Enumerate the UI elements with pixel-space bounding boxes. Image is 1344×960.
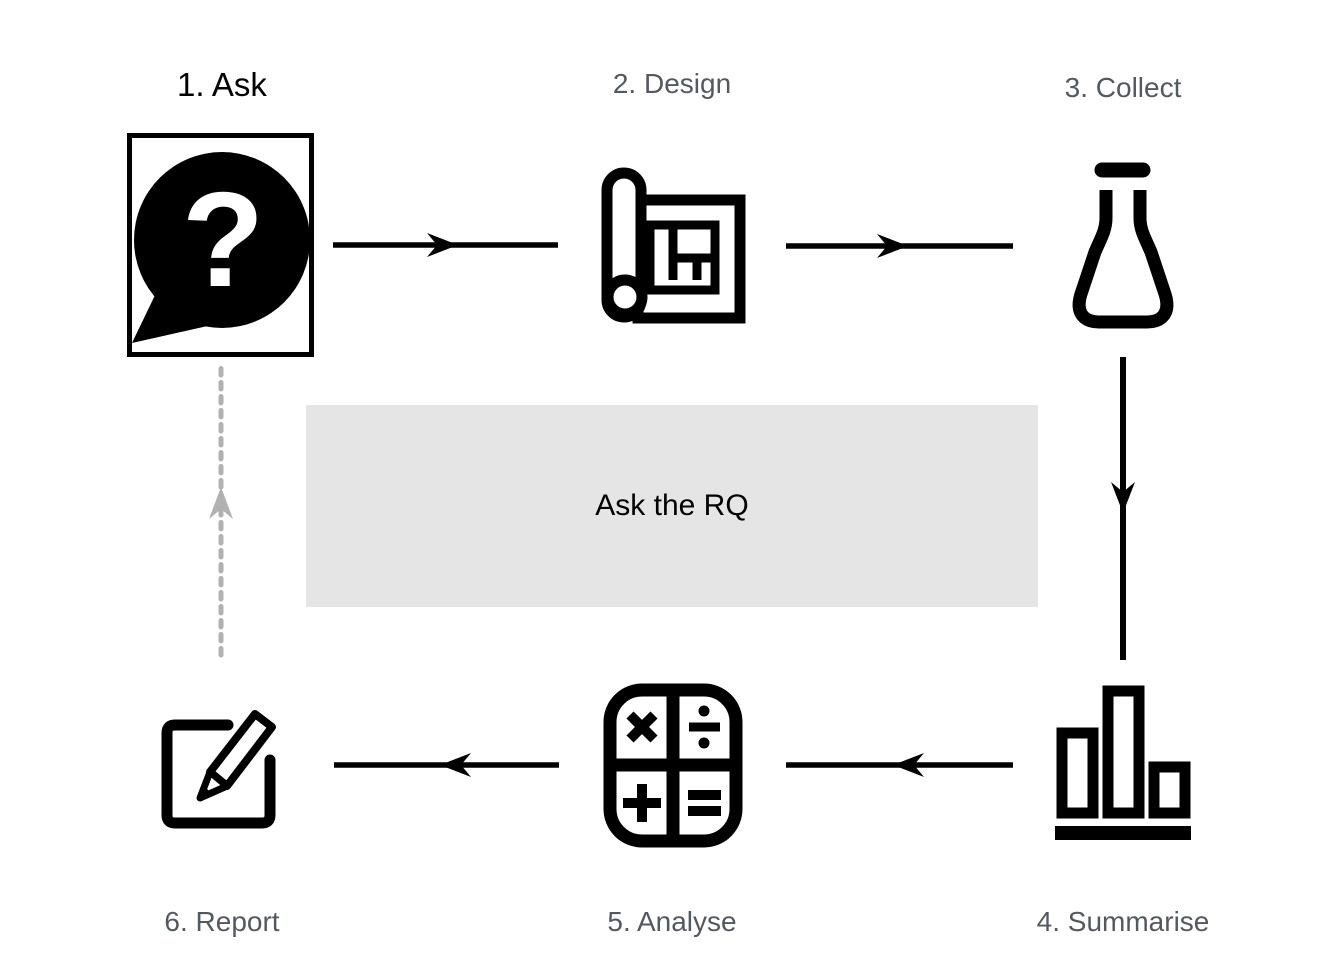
multiply-symbol <box>626 711 658 743</box>
bar-chart-icon <box>1055 685 1191 840</box>
step-6-report-label: 6. Report <box>164 906 280 937</box>
blueprint-scroll-icon <box>601 167 746 324</box>
divide-symbol <box>689 705 720 749</box>
pencil-nib <box>198 787 211 799</box>
arrow-collect-to-summarise <box>1111 357 1135 660</box>
speech-bubble-tail <box>132 291 212 343</box>
step-5-analyse-label: 5. Analyse <box>607 906 737 937</box>
step-4-summarise-label: 4. Summarise <box>1036 906 1210 937</box>
ask-the-rq-box: Ask the RQ <box>306 405 1038 607</box>
plus-symbol <box>623 784 661 822</box>
arrow-report-to-ask-dotted <box>209 359 233 658</box>
arrow-ask-to-design <box>333 233 558 257</box>
calculator-icon <box>603 683 743 848</box>
bar-chart-baseline <box>1055 826 1191 840</box>
step-3-collect-label: 3. Collect <box>1064 72 1182 103</box>
arrowhead-left <box>440 753 471 777</box>
step-1-ask-label: 1. Ask <box>177 66 267 103</box>
speech-bubble-question-icon: ? <box>127 133 314 357</box>
question-mark-glyph: ? <box>182 164 264 315</box>
arrowhead-left <box>893 753 924 777</box>
arrowhead-up <box>209 487 233 519</box>
paper-square <box>161 719 276 829</box>
equals-symbol <box>688 790 721 816</box>
ask-the-rq-label: Ask the RQ <box>595 489 749 522</box>
arrowhead-right <box>427 233 458 257</box>
arrowhead-right <box>877 234 908 258</box>
speech-bubble <box>134 152 310 328</box>
arrowhead-down <box>1111 482 1135 513</box>
step-2-design-label: 2. Design <box>612 68 732 99</box>
arrow-analyse-to-report <box>334 753 559 777</box>
edit-pencil-icon <box>161 710 276 829</box>
arrow-design-to-collect <box>786 234 1013 258</box>
arrow-summarise-to-analyse <box>786 753 1013 777</box>
flask-icon <box>1072 162 1174 329</box>
